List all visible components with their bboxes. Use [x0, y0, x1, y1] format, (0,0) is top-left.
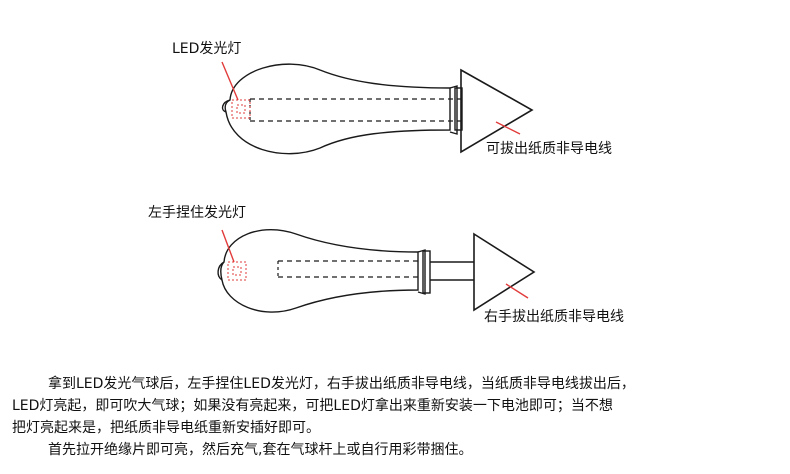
top-cone: [460, 68, 534, 154]
removable-strip-label: 可拔出纸质非导电线: [486, 141, 612, 157]
top-balloon-body: [224, 63, 451, 155]
bottom-hand-pointer: [221, 229, 235, 263]
instruction-line-1: 拿到LED发光气球后，左手捏住LED发光灯，右手拔出纸质非导电线，当纸质非导电线…: [48, 376, 635, 392]
bottom-cone: [473, 232, 536, 312]
top-balloon-collar: [449, 85, 458, 135]
top-balloon: [221, 63, 534, 155]
bottom-led-highlight: [227, 261, 247, 281]
top-led-pointer: [221, 61, 239, 101]
top-strip-pointer: [495, 121, 521, 135]
bottom-led-inner: [232, 266, 242, 276]
bottom-balloon: [217, 228, 536, 313]
instructions: 拿到LED发光气球后，左手捏住LED发光灯，右手拔出纸质非导电线，当纸质非导电线…: [12, 373, 782, 461]
top-balloon-cap: [454, 87, 463, 131]
top-led-highlight: [231, 99, 251, 119]
left-hand-label: 左手捏住发光灯: [148, 205, 246, 221]
top-dashed-strip: [250, 98, 462, 122]
instruction-line-2: LED灯亮起，即可吹大气球；如果没有亮起来，可把LED灯拿出来重新安装一下电池即…: [12, 398, 613, 414]
bottom-balloon-tip: [217, 261, 225, 281]
bottom-dashed-strip: [278, 260, 420, 278]
led-light-label: LED发光灯: [172, 41, 242, 57]
bottom-balloon-body: [219, 228, 419, 313]
bottom-strip-pointer: [505, 283, 529, 299]
right-hand-strip-label: 右手拔出纸质非导电线: [484, 309, 624, 325]
instruction-line-3: 把灯亮起来是，把纸质非导电纸重新安插好即可。: [12, 420, 320, 436]
bottom-balloon-collar: [417, 249, 426, 295]
bottom-balloon-cap: [422, 250, 431, 294]
top-led-inner: [236, 104, 246, 114]
instruction-line-4: 首先拉开绝缘片即可亮，然后充气,套在气球杆上或自行用彩带捆住。: [48, 442, 473, 458]
top-balloon-tip: [221, 99, 231, 113]
